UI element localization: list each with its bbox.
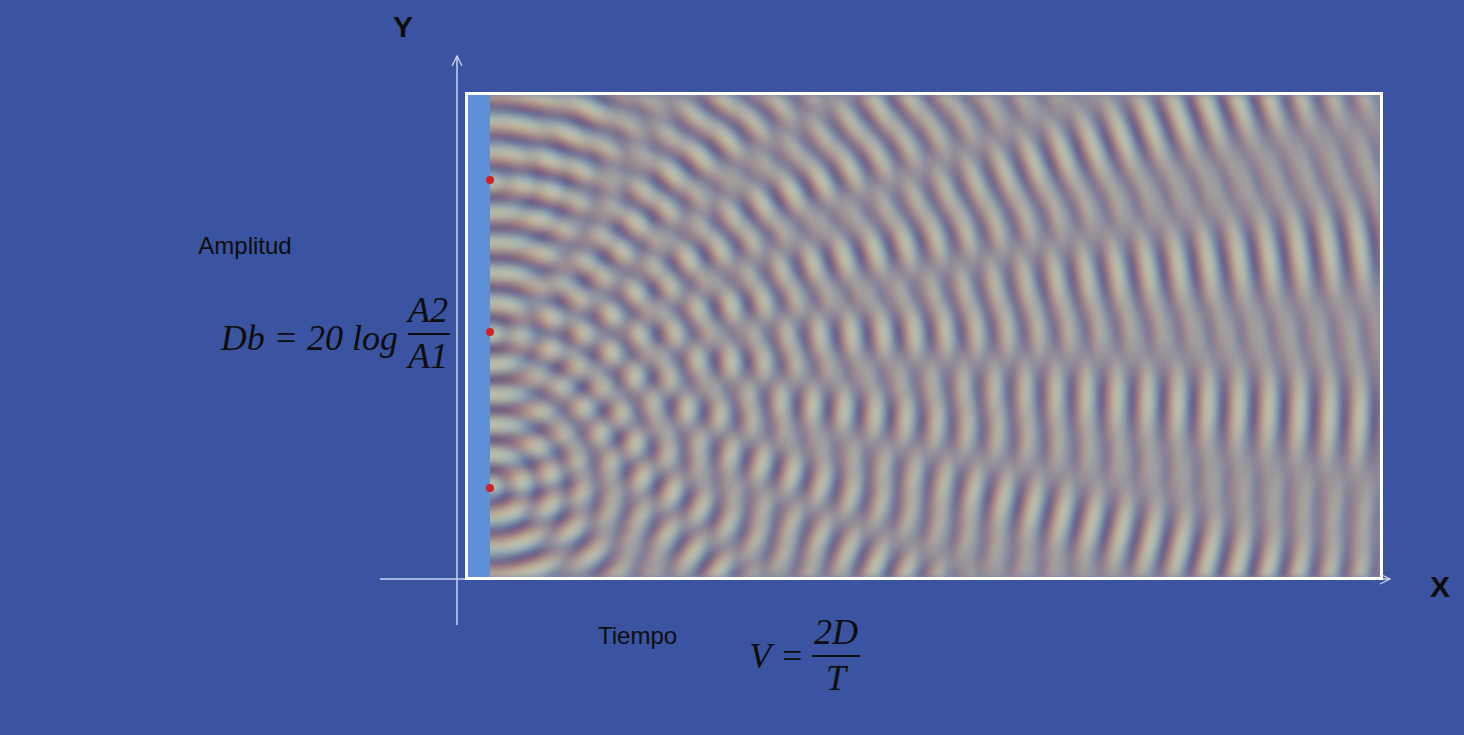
formula-text: V = [600,636,804,677]
axis-title: Amplitud [150,232,340,260]
fraction-bar [812,655,860,657]
fraction-bar [408,333,450,335]
wave-source [486,328,494,336]
interference-pattern [468,95,1380,577]
formula-text: Db = 20 log [0,318,398,359]
formula-numerator: 2D [800,612,872,653]
panel-frame [465,92,1383,580]
formula-numerator: A2 [394,290,462,331]
wave-source [486,484,494,492]
wave-source [486,176,494,184]
formula-denominator: T [800,658,872,699]
y-axis [456,56,458,625]
axis-label: X [1430,570,1460,605]
formula-denominator: A1 [394,336,462,377]
axis-title: Tiempo [598,622,698,650]
axis-label: Y [393,10,423,45]
